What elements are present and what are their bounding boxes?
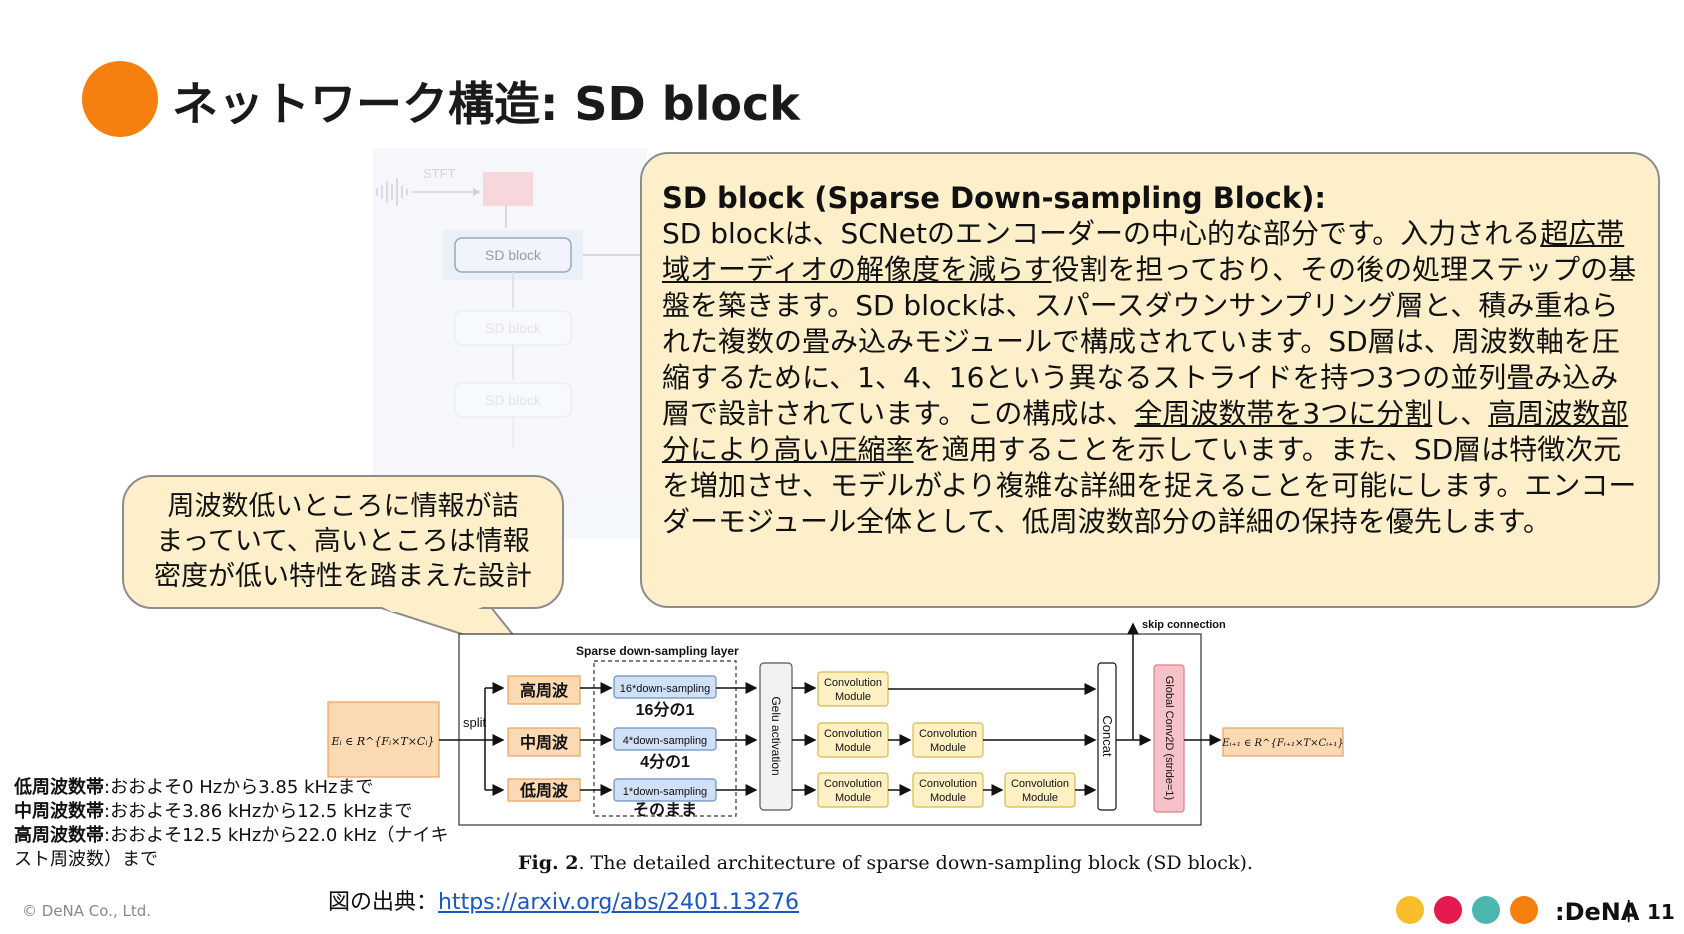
band-note-text: :おおよそ12.5 kHzから22.0 kHz（ナイキスト周波数）まで xyxy=(14,825,449,870)
explanation-heading: SD block (Sparse Down-sampling Block): xyxy=(662,181,1326,215)
ghost-sd-block-label-1: SD block xyxy=(485,247,542,263)
ratio-16-label: 16分の1 xyxy=(636,701,695,719)
downsample-4-box xyxy=(613,727,717,751)
figure-caption-label: Fig. 2 xyxy=(518,852,579,874)
conv-module-label: Convolution xyxy=(919,728,977,740)
bubble-line: 密度が低い特性を踏まえた設計 xyxy=(154,561,532,592)
bubble-line: 周波数低いところに情報が詰 xyxy=(167,491,519,522)
conv-module-label: Convolution xyxy=(824,677,882,689)
page-number: 11 xyxy=(1647,900,1675,924)
conv-module: Convolution Module xyxy=(912,722,984,758)
band-mid-label: 中周波 xyxy=(520,733,569,752)
band-low-label: 低周波 xyxy=(519,781,569,800)
explanation-body: SD blockは、SCNetのエンコーダーの中心的な部分です。入力される超広帯… xyxy=(662,216,1638,540)
band-note-label: 中周波数帯 xyxy=(14,801,104,822)
band-note-label: 高周波数帯 xyxy=(14,825,104,846)
source-label: 図の出典： xyxy=(328,890,439,915)
figure-caption: Fig. 2. The detailed architecture of spa… xyxy=(518,852,1253,874)
downsample-16-box xyxy=(613,675,717,699)
conv-module-label: Convolution xyxy=(824,778,882,790)
ghost-sd-block-3 xyxy=(454,382,572,418)
waveform-icon xyxy=(376,178,408,206)
ghost-sd-block-1 xyxy=(454,237,572,273)
conv-module-label: Module xyxy=(835,742,871,754)
source-link[interactable]: https://arxiv.org/abs/2401.13276 xyxy=(438,890,800,915)
downsample-1-label: 1*down-sampling xyxy=(623,786,707,798)
sd-layer-title: Sparse down-sampling layer xyxy=(576,644,739,658)
concat-label: Concat xyxy=(1100,715,1115,757)
brand-dot-teal xyxy=(1472,896,1500,924)
figure-source: 図の出典：https://arxiv.org/abs/2401.13276 xyxy=(328,884,799,916)
output-tensor-label: Eᵢ₊₁ ∈ R^{Fᵢ₊₁×T×Cᵢ₊₁} xyxy=(1221,738,1344,749)
brand-dot-yellow xyxy=(1396,896,1424,924)
ghost-sd-block-label-2: SD block xyxy=(485,320,542,336)
explanation-text: を適用することを示しています。また、SD層は特徴次元を増加させ、モデルがより複雑… xyxy=(662,433,1637,538)
ghost-sd-block-label-3: SD block xyxy=(485,392,542,408)
spectrogram-icon xyxy=(483,172,533,206)
frequency-band-notes: 低周波数帯:おおよそ0 Hzから3.85 kHzまで 中周波数帯:おおよそ3.8… xyxy=(14,776,464,872)
split-label: split xyxy=(463,715,487,730)
conv-module-label: Module xyxy=(930,792,966,804)
explanation-highlight: 超広帯域オーディオの解像度を減らす xyxy=(662,217,1625,286)
band-note-label: 低周波数帯 xyxy=(14,777,104,798)
band-high-box xyxy=(507,675,581,705)
explanation-highlight: 高周波数部分により高い圧縮率 xyxy=(662,397,1629,466)
ratio-4-label: 4分の1 xyxy=(640,753,690,771)
speech-bubble: 周波数低いところに情報が詰 まっていて、高いところは情報 密度が低い特性を踏まえ… xyxy=(122,475,564,609)
conv-module: Convolution Module xyxy=(912,772,984,808)
explanation-highlight: 全周波数帯を3つに分割 xyxy=(1134,397,1433,430)
downsample-4-label: 4*down-sampling xyxy=(623,735,707,747)
ghost-sd-highlight xyxy=(443,230,583,280)
input-tensor-box xyxy=(327,701,440,778)
down-sampling-group xyxy=(593,660,737,817)
band-note: 高周波数帯:おおよそ12.5 kHzから22.0 kHz（ナイキスト周波数）まで xyxy=(14,824,464,872)
bubble-line: まっていて、高いところは情報 xyxy=(156,526,530,557)
conv-module: Convolution Module xyxy=(817,772,889,808)
ghost-sd-block-2 xyxy=(454,310,572,346)
conv-module-label: Module xyxy=(835,792,871,804)
conv-module-label: Module xyxy=(930,742,966,754)
gelu-activation-label: Gelu activation xyxy=(769,696,783,775)
brand-dot-magenta xyxy=(1434,896,1462,924)
band-high-label: 高周波 xyxy=(520,681,569,700)
page-title: ネットワーク構造: SD block xyxy=(172,77,800,131)
band-note: 中周波数帯:おおよそ3.86 kHzから12.5 kHzまで xyxy=(14,800,464,824)
explanation-text: SD blockは、SCNetのエンコーダーの中心的な部分です。入力される xyxy=(662,217,1541,250)
gelu-activation-box xyxy=(759,662,793,811)
copyright: © DeNA Co., Ltd. xyxy=(22,902,152,920)
figure-caption-text: . The detailed architecture of sparse do… xyxy=(578,852,1253,874)
band-mid-box xyxy=(507,727,581,757)
conv-module: Convolution Module xyxy=(817,671,889,707)
conv-module: Convolution Module xyxy=(817,722,889,758)
band-note-text: :おおよそ0 Hzから3.85 kHzまで xyxy=(104,777,374,798)
ghost-diagram: STFT SD block SD block SD block xyxy=(373,148,647,538)
footer-separator: | xyxy=(1625,898,1633,923)
global-conv-box xyxy=(1153,664,1185,813)
band-note-text: :おおよそ3.86 kHzから12.5 kHzまで xyxy=(104,801,413,822)
conv-module-label: Module xyxy=(1022,792,1058,804)
ratio-1-label: そのまま xyxy=(633,801,697,819)
band-note: 低周波数帯:おおよそ0 Hzから3.85 kHzまで xyxy=(14,776,464,800)
conv-module: Convolution Module xyxy=(1004,772,1076,808)
downsample-16-label: 16*down-sampling xyxy=(620,683,711,695)
output-tensor-box xyxy=(1222,727,1344,757)
explanation-text: 役割を担っており、その後の処理ステップの基盤を築きます。SD blockは、スパ… xyxy=(662,253,1637,430)
concat-box xyxy=(1097,662,1117,811)
brand-dot-orange xyxy=(1510,896,1538,924)
explanation-text: し、 xyxy=(1432,397,1489,430)
conv-module-label: Convolution xyxy=(1011,778,1069,790)
conv-module-label: Module xyxy=(835,691,871,703)
skip-connection-label: skip connection xyxy=(1142,619,1226,631)
sd-block-explanation-box: SD block (Sparse Down-sampling Block): S… xyxy=(640,152,1660,608)
conv-module-label: Convolution xyxy=(919,778,977,790)
title-bullet-dot xyxy=(82,61,158,137)
global-conv-label: Global Conv2D (stride=1) xyxy=(1163,676,1175,800)
dena-logo: :DeNA xyxy=(1555,898,1640,926)
ghost-stft-label: STFT xyxy=(423,166,456,181)
input-tensor-label: Eᵢ ∈ R^{Fᵢ×T×Cᵢ} xyxy=(330,735,434,748)
conv-module-label: Convolution xyxy=(824,728,882,740)
